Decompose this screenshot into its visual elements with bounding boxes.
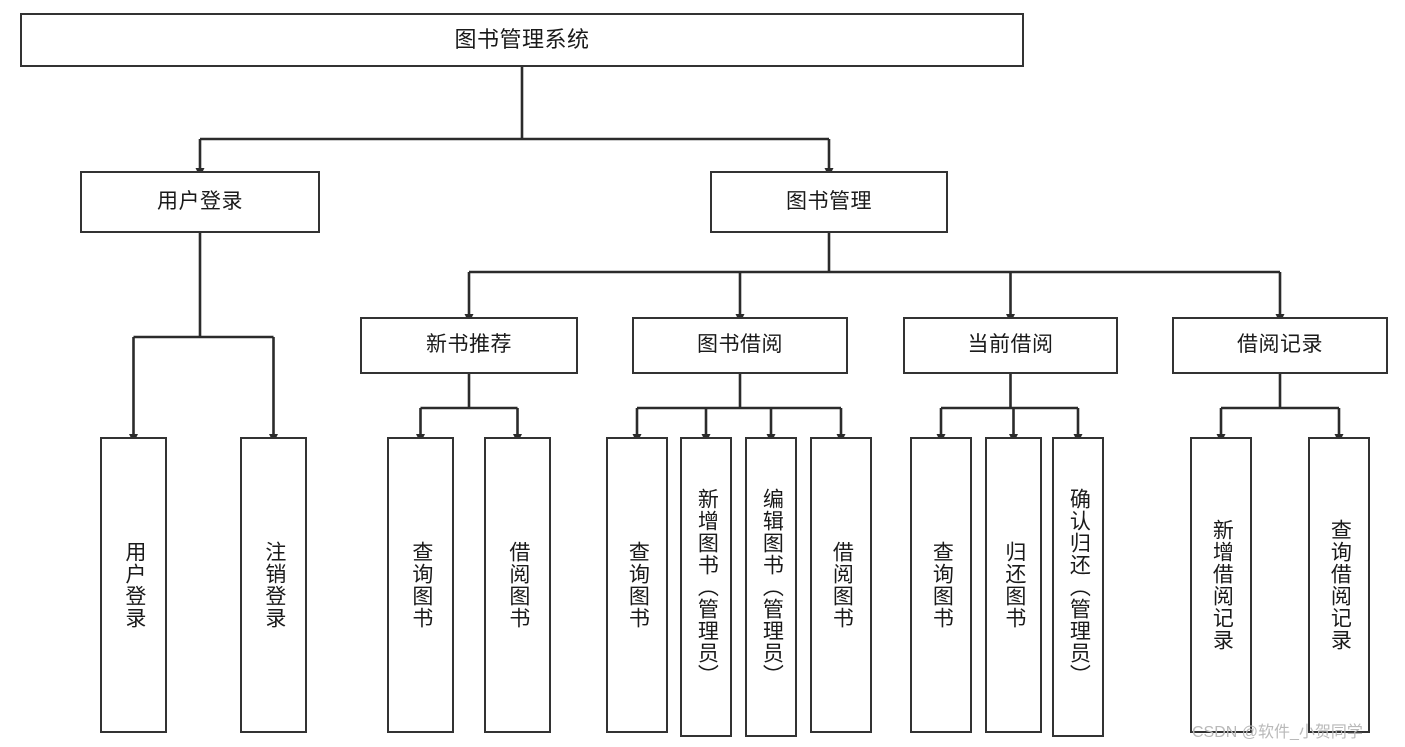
node-label: 借阅记录 (1237, 333, 1323, 357)
node-label: 查询图书 (409, 541, 433, 629)
node-label: 用户登录 (157, 189, 243, 213)
node-label: 借阅图书 (830, 541, 854, 629)
node-label: 借阅图书 (506, 541, 530, 629)
node-leaf-add-book-admin[interactable]: 新增图书（管理员） (680, 437, 732, 737)
node-label: 归还图书 (1002, 541, 1026, 629)
node-label: 新书推荐 (426, 333, 512, 357)
node-root[interactable]: 图书管理系统 (20, 13, 1024, 67)
node-label: 查询借阅记录 (1328, 519, 1352, 651)
node-current-borrow[interactable]: 当前借阅 (903, 317, 1118, 374)
node-label: 图书管理 (786, 189, 872, 213)
node-book-management[interactable]: 图书管理 (710, 171, 948, 233)
node-leaf-query-book-borrow[interactable]: 查询图书 (606, 437, 668, 733)
node-label: 查询图书 (626, 541, 650, 629)
node-leaf-edit-book-admin[interactable]: 编辑图书（管理员） (745, 437, 797, 737)
node-new-book-recommend[interactable]: 新书推荐 (360, 317, 578, 374)
node-leaf-logout-login[interactable]: 注销登录 (240, 437, 307, 733)
node-label: 新增借阅记录 (1210, 519, 1234, 651)
node-label: 用户登录 (122, 541, 146, 629)
node-leaf-confirm-return-admin[interactable]: 确认归还（管理员） (1052, 437, 1104, 737)
node-label: 新增图书（管理员） (695, 488, 719, 686)
node-label: 当前借阅 (967, 333, 1054, 357)
node-leaf-query-book-current[interactable]: 查询图书 (910, 437, 972, 733)
node-label: 图书管理系统 (454, 27, 590, 53)
node-borrow-record[interactable]: 借阅记录 (1172, 317, 1388, 374)
node-label: 注销登录 (262, 541, 286, 629)
connector-lines (129, 67, 1344, 443)
watermark: CSDN @软件_小贺同学 (1192, 724, 1363, 741)
node-book-borrow[interactable]: 图书借阅 (632, 317, 848, 374)
node-label: 查询图书 (930, 541, 954, 629)
node-leaf-query-borrow-record[interactable]: 查询借阅记录 (1308, 437, 1370, 733)
node-leaf-query-book-recommend[interactable]: 查询图书 (387, 437, 454, 733)
node-user-login[interactable]: 用户登录 (80, 171, 320, 233)
node-leaf-return-book[interactable]: 归还图书 (985, 437, 1042, 733)
node-leaf-add-borrow-record[interactable]: 新增借阅记录 (1190, 437, 1252, 733)
node-label: 编辑图书（管理员） (760, 488, 784, 686)
node-leaf-borrow-book[interactable]: 借阅图书 (810, 437, 872, 733)
node-leaf-borrow-book-recommend[interactable]: 借阅图书 (484, 437, 551, 733)
node-label: 确认归还（管理员） (1067, 488, 1091, 686)
node-label: 图书借阅 (697, 333, 783, 357)
node-leaf-user-login[interactable]: 用户登录 (100, 437, 167, 733)
